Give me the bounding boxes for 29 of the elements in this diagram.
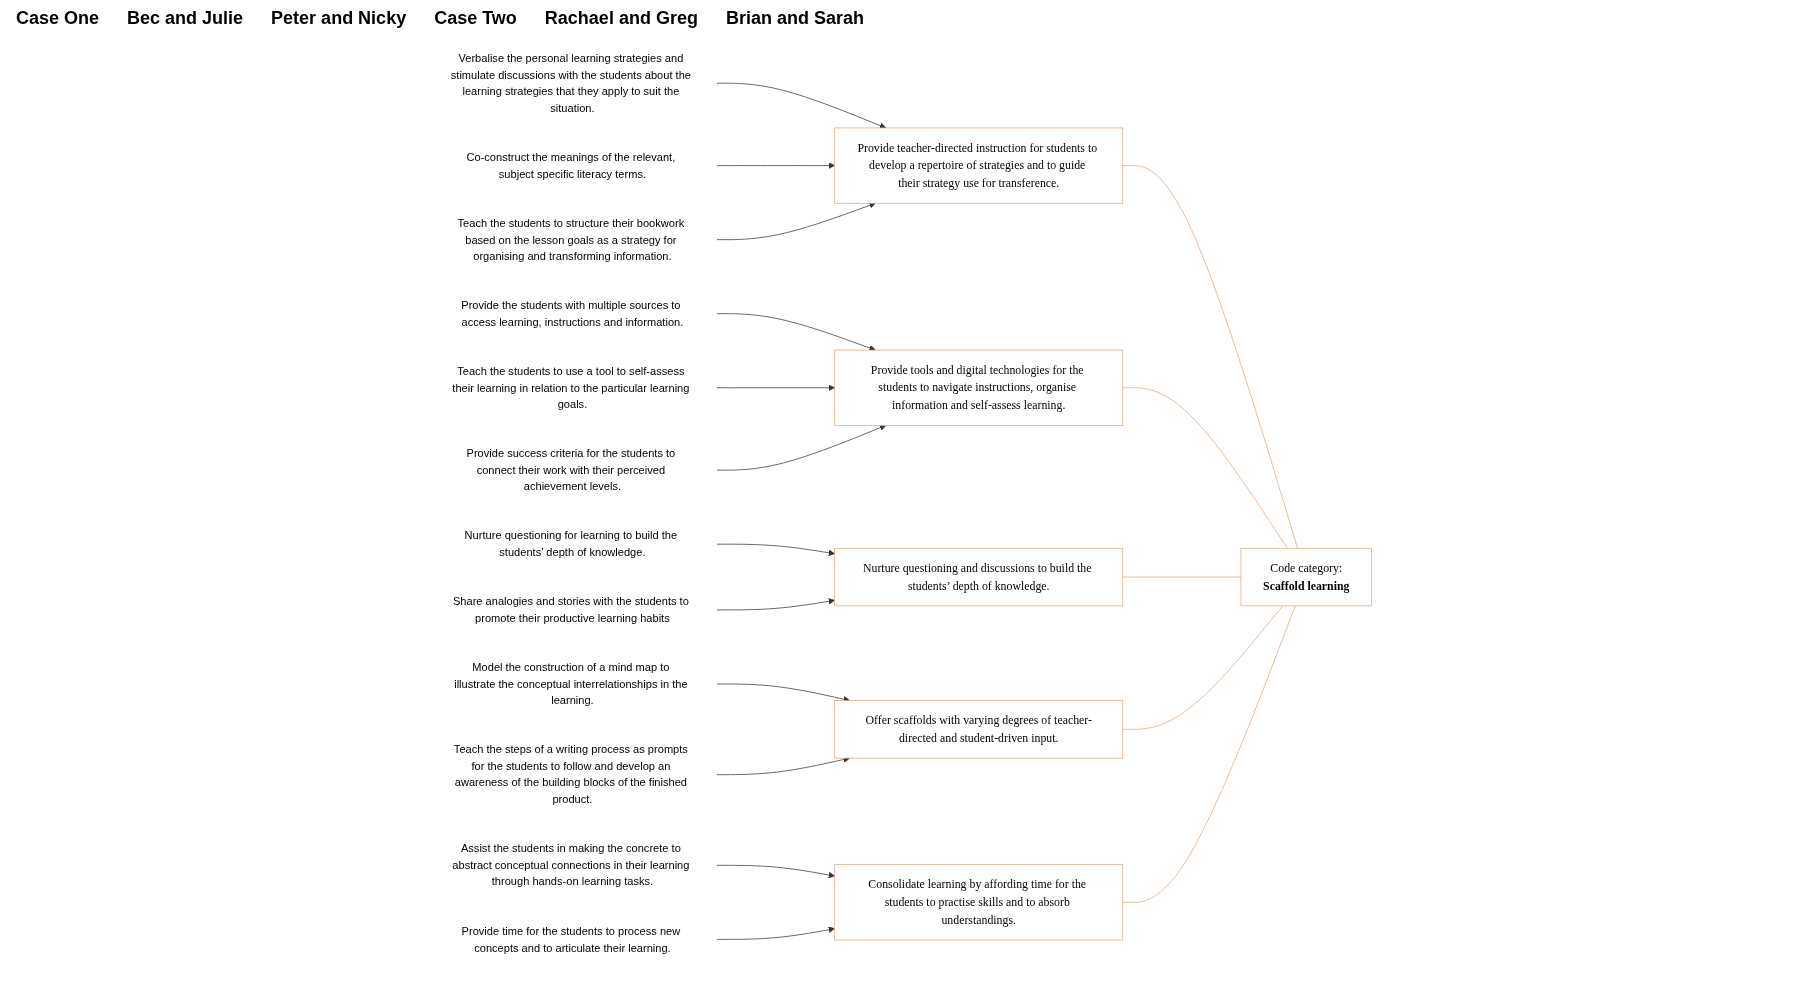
node-text: Teach the steps of a writing process as prompts for the students to follow and develop an awareness of the building blocks of the finished product. <box>453 742 688 806</box>
node-text: Provide time for the students to process new concepts and to articulate their learning. <box>461 924 681 954</box>
node-text: Provide success criteria for the students to connect their work with their perceived achievement levels. <box>466 446 676 493</box>
node-text: Verbalise the personal learning strategies and stimulate discussions with the students about the learning strategies that they apply to suit the situation. <box>450 51 691 114</box>
node-text: Nurture questioning for learning to build the students’ depth of knowledge. <box>464 529 678 559</box>
node-box: Consolidate learning by affording time for the students to practise skills and to absorb understandings. <box>834 864 1124 941</box>
column-heading: Peter and Nicky <box>271 8 407 29</box>
node-text: Share analogies and stories with the students to promote their productive learning habits <box>452 594 689 624</box>
node-text: Provide the students with multiple sources to access learning, instructions and information. <box>461 298 684 328</box>
node-text: Assist the students in making the concrete to abstract conceptual connections in their learning through hands-on learning tasks. <box>452 841 690 888</box>
node-text: Teach the students to structure their bookwork based on the lesson goals as a strategy for organising and transforming information. <box>457 216 685 262</box>
column-heading: Rachael and Greg <box>544 8 698 29</box>
connector <box>1122 165 1298 549</box>
connector <box>1122 605 1284 730</box>
column-heading: Case One <box>16 8 100 29</box>
node-text: Co-construct the meanings of the relevant, subject specific literacy terms. <box>466 150 676 180</box>
node-box: Provide teacher-directed instruction for students to develop a repertoire of strategies and to guide their strategy use for transference. <box>834 127 1124 204</box>
connector <box>1122 576 1242 578</box>
node-box: Offer scaffolds with varying degrees of teacher-directed and student-driven input. <box>834 700 1124 759</box>
connector <box>1122 387 1288 549</box>
node-text: Teach the students to use a tool to self-assess their learning in relation to the particular learning goals. <box>452 364 690 411</box>
node-text: Model the construction of a mind map to illustrate the conceptual interrelationships in the learning. <box>454 660 688 707</box>
column-heading: Case Two <box>434 8 517 29</box>
column-heading: Bec and Julie <box>127 8 244 29</box>
connector <box>1122 605 1296 903</box>
node-box: Nurture questioning and discussions to build the students’ depth of knowledge. <box>834 547 1124 607</box>
column-heading: Brian and Sarah <box>725 8 864 29</box>
node-box: Provide tools and digital technologies for the students to navigate instructions, organise information and self-assess learning. <box>834 349 1124 426</box>
node-box: Code category: Scaffold learning <box>1240 547 1372 607</box>
